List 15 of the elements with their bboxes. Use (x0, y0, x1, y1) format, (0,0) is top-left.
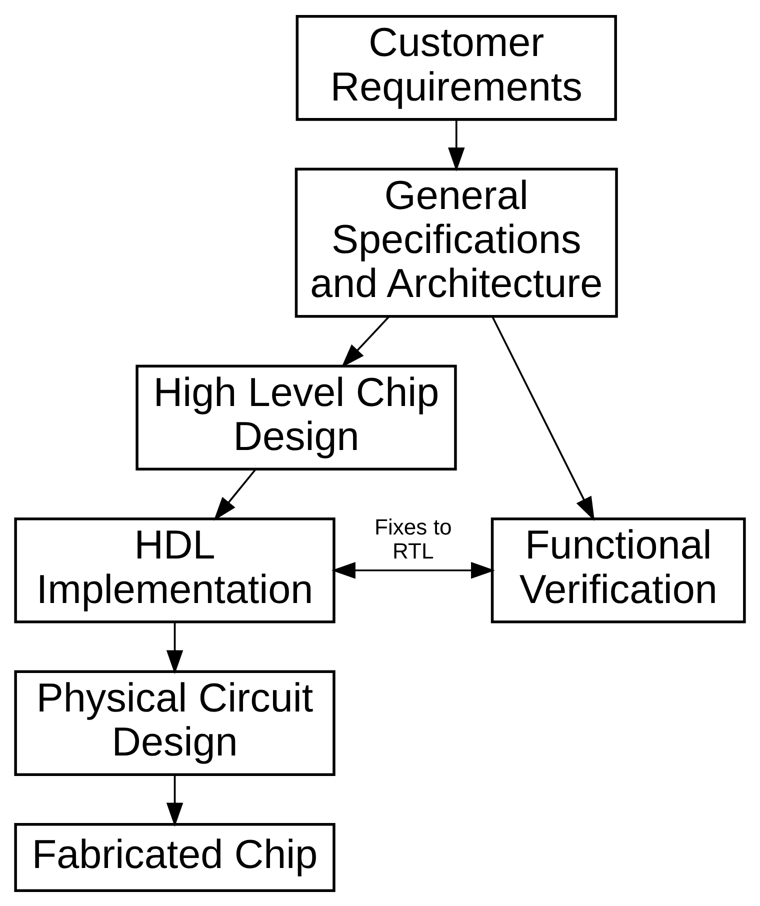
arrow (492, 316, 595, 520)
arrow (448, 120, 465, 171)
node-box: Fabricated Chip (14, 822, 336, 892)
node-box: HDL Implementation (14, 516, 336, 623)
node-box: Customer Requirements (296, 14, 617, 120)
node-box: Functional Verification (490, 516, 746, 623)
arrow (214, 468, 256, 520)
arrow (332, 562, 495, 578)
edge-label: Fixes to RTL (374, 514, 452, 564)
arrow (166, 622, 184, 674)
node-box: Physical Circuit Design (14, 670, 336, 776)
node-box: General Specifications and Architecture (294, 167, 618, 318)
arrow (341, 316, 390, 368)
arrow (166, 774, 184, 826)
node-box: High Level Chip Design (136, 364, 457, 470)
